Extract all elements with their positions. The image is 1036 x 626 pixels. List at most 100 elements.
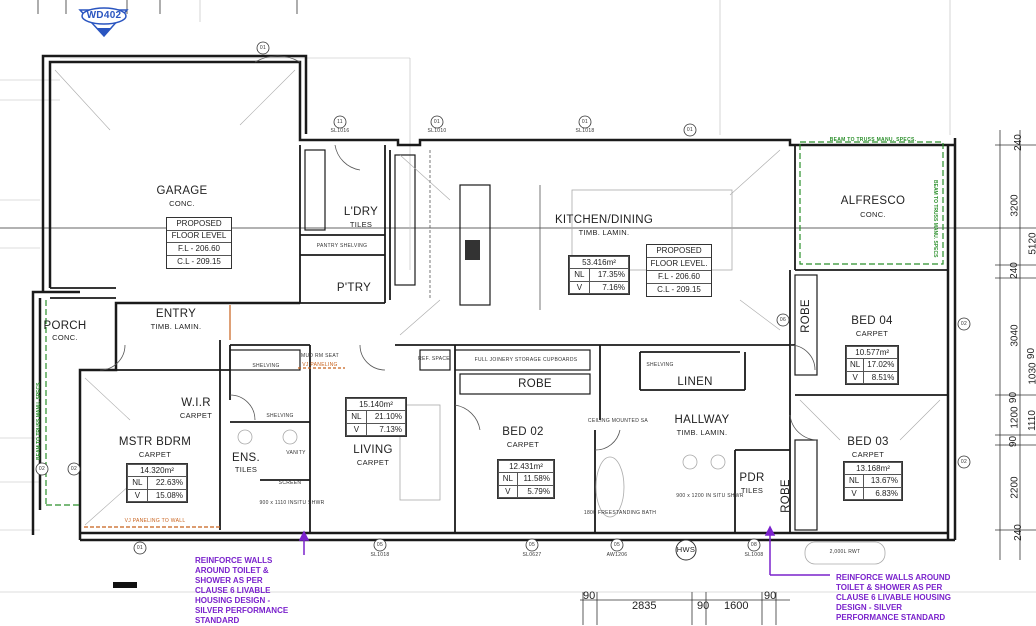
note-left-line: REINFORCE WALLS (195, 556, 273, 565)
room-bed03-finish: CARPET (851, 450, 885, 459)
tag-01-d: 01 (686, 127, 694, 133)
room-wir-finish: CARPET (179, 411, 213, 420)
note-right-line: PERFORMANCE STANDARD (836, 613, 946, 622)
note-reinforce-left: REINFORCE WALLS AROUND TOILET & SHOWER A… (195, 556, 288, 626)
room-alfresco-finish: CONC. (860, 210, 886, 219)
ref-space: REF. SPACE (418, 356, 450, 362)
area-bed04: 10.577m² (845, 345, 899, 360)
nl-living: 21.10% (365, 410, 407, 424)
room-garage-finish: CONC. (169, 199, 195, 208)
vj-paneling: VJ PANELING (302, 362, 338, 368)
nl-label: NL (569, 268, 590, 282)
tag-11: 11 (337, 119, 343, 125)
tag-01-b: 01 (433, 119, 441, 125)
fl-garage-title2: FLOOR LEVEL (167, 230, 231, 243)
rainwater-tank: 2,000L RWT (829, 549, 861, 555)
v-mstr: 15.08% (146, 488, 188, 503)
floor-level-kitchen: PROPOSED FLOOR LEVEL. F.L - 206.60 C.L -… (646, 244, 712, 297)
code-sl1016-a: SL1016 (330, 128, 350, 134)
vanity-ens: VANITY (286, 450, 306, 456)
note-left-line: STANDARD (195, 616, 240, 625)
room-hallway-finish: TIMB. LAMIN. (676, 428, 728, 437)
tag-03-c: 05 (613, 542, 621, 548)
fl-garage-fl: F.L - 206.60 (167, 243, 231, 256)
room-living-finish: CARPET (356, 458, 390, 467)
nl-bed04: 17.02% (863, 358, 899, 372)
room-kitchen-finish: TIMB. LAMIN. (578, 228, 630, 237)
note-left-line: SILVER PERFORMANCE (195, 606, 289, 615)
nl-mstr: 22.63% (146, 476, 188, 490)
fl-kitchen-title2: FLOOR LEVEL. (647, 258, 711, 271)
note-right-line: REINFORCE WALLS AROUND (836, 573, 951, 582)
beam-alfresco-side: BEAM TO TRUSS MANU. SPECS (932, 180, 938, 258)
nl-label: NL (498, 472, 518, 486)
ceiling-fan: CEILING MOUNTED SA (587, 418, 649, 424)
v-label: V (498, 484, 518, 499)
room-pdr: PDR (739, 472, 765, 484)
code-sl0627: SL0627 (522, 552, 542, 558)
room-ptry: P'TRY (336, 282, 372, 294)
code-sl1018-a: SL1018 (575, 128, 595, 134)
dim-right-1200: 1200 (1009, 406, 1021, 429)
note-left-line: HOUSING DESIGN - (195, 596, 271, 605)
nl-label: NL (845, 358, 865, 372)
shower-ens: 900 x 1110 INSITU SHWR (259, 500, 325, 506)
room-living: LIVING (353, 444, 393, 456)
tag-01-c: 01 (581, 119, 589, 125)
nl-kitchen: 17.35% (588, 268, 630, 282)
v-bed04: 8.51% (863, 370, 899, 385)
shower-bath: 900 x 1200 IN SITU SHWR (676, 493, 744, 499)
tag-02-c: 02 (960, 321, 968, 327)
dim-right-90b: 90 (1008, 391, 1020, 404)
v-label: V (845, 370, 865, 385)
dim-right-240a: 240 (1012, 134, 1024, 151)
tag-02-a: 02 (38, 466, 46, 472)
dim-bottom-90c: 90 (764, 590, 777, 602)
room-robe04: ROBE (800, 299, 812, 333)
room-pdr-finish: TILES (740, 486, 764, 495)
area-living: 15.140m² (346, 397, 406, 412)
room-bed04: BED 04 (851, 315, 893, 327)
fl-kitchen-cl: C.L - 209.15 (657, 285, 701, 294)
room-ens: ENS. (231, 452, 261, 464)
dim-right-1030: 1030 (1027, 362, 1036, 385)
dim-bottom-2835: 2835 (632, 600, 657, 612)
room-linen: LINEN (677, 376, 713, 388)
room-ens-finish: TILES (234, 465, 258, 474)
v-label: V (569, 280, 590, 295)
area-kitchen: 53.416m² (569, 255, 629, 270)
room-bed02-finish: CARPET (506, 440, 540, 449)
dim-right-1110: 1110 (1026, 410, 1036, 431)
note-right-line: CLAUSE 6 LIVABLE HOUSING (836, 593, 951, 602)
room-ldry: L'DRY (343, 206, 379, 218)
dim-bottom-90b: 90 (697, 600, 710, 612)
dim-right-90c: 90 (1008, 435, 1020, 448)
area-mstr: 14.320m² (127, 463, 187, 478)
room-robe-mid: ROBE (518, 378, 552, 390)
room-ldry-finish: TILES (349, 220, 373, 229)
dim-bottom-1600: 1600 (724, 600, 749, 612)
dim-right-5120: 5120 (1027, 232, 1036, 255)
room-entry-finish: TIMB. LAMIN. (150, 322, 202, 331)
nl-bed03: 13.67% (863, 474, 902, 488)
room-alfresco: ALFRESCO (840, 195, 906, 207)
fl-garage-cl: C.L - 209.15 (177, 257, 221, 266)
nl-label: NL (127, 476, 148, 490)
fl-kitchen-title1: PROPOSED (647, 245, 711, 258)
v-kitchen: 7.16% (588, 280, 630, 295)
shelving-ens: SHELVING (266, 413, 294, 419)
fl-kitchen-fl: F.L - 206.60 (647, 271, 711, 284)
v-label: V (346, 422, 367, 437)
dim-right-2200: 2200 (1009, 476, 1021, 499)
section-marker[interactable]: WD402 (86, 10, 122, 21)
area-bed03: 13.168m² (844, 461, 902, 476)
note-right-line: DESIGN - SILVER (836, 603, 903, 612)
dim-right-3200: 3200 (1009, 194, 1021, 217)
room-porch: PORCH (43, 320, 87, 332)
room-entry: ENTRY (155, 308, 197, 320)
tag-01-top: 01 (259, 45, 267, 51)
